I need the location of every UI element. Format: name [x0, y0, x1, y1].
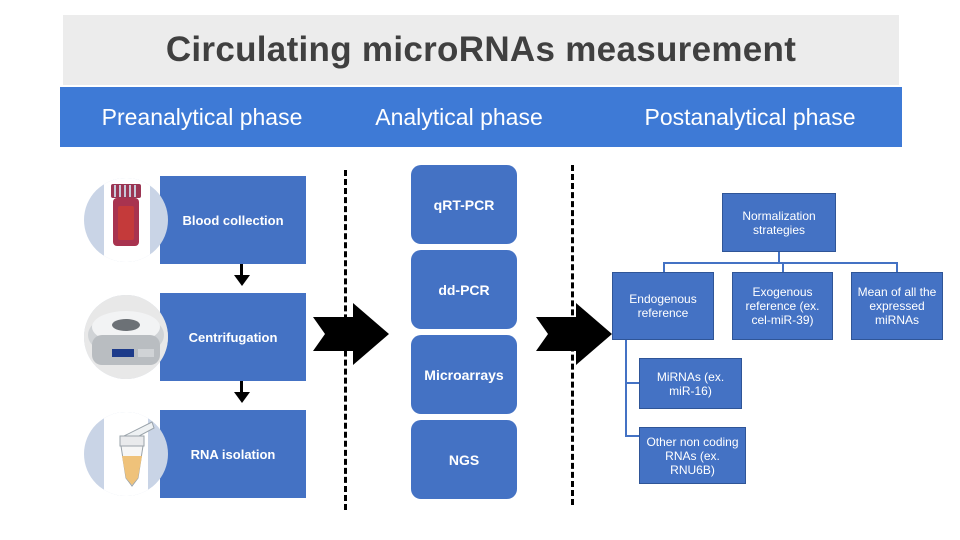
connector — [782, 262, 784, 272]
connector — [625, 435, 639, 437]
microtube-icon — [84, 412, 168, 496]
connector — [778, 252, 780, 262]
step-blood-collection: Blood collection — [160, 176, 306, 264]
step-label: Centrifugation — [188, 329, 278, 345]
right-arrow-icon — [313, 303, 389, 370]
method-label: Microarrays — [424, 366, 504, 383]
node-endogenous-reference: Endogenous reference — [612, 272, 714, 340]
node-mirnas: MiRNAs (ex. miR-16) — [639, 358, 742, 409]
step-label: Blood collection — [182, 212, 284, 228]
connector — [663, 262, 898, 264]
node-label: MiRNAs (ex. miR-16) — [656, 369, 725, 398]
connector — [625, 382, 639, 384]
connector — [625, 340, 627, 436]
node-mean-expressed: Mean of all the expressed miRNAs — [851, 272, 943, 340]
title-banner: Circulating microRNAs measurement — [63, 15, 899, 85]
method-dd-pcr: dd-PCR — [411, 250, 517, 329]
phase-postanalytical: Postanalytical phase — [644, 104, 856, 130]
node-label: Other non coding RNAs (ex. RNU6B) — [646, 434, 739, 477]
phase-preanalytical: Preanalytical phase — [101, 104, 303, 130]
step-centrifugation: Centrifugation — [160, 293, 306, 381]
node-other-ncrnas: Other non coding RNAs (ex. RNU6B) — [639, 427, 746, 484]
phase-header-band — [60, 87, 902, 147]
blood-tube-icon — [84, 178, 168, 262]
method-qrt-pcr: qRT-PCR — [411, 165, 517, 244]
node-exogenous-reference: Exogenous reference (ex. cel-miR-39) — [732, 272, 833, 340]
node-label: Exogenous reference (ex. cel-miR-39) — [745, 285, 820, 327]
method-label: dd-PCR — [438, 281, 490, 298]
down-arrow-icon — [233, 264, 251, 293]
node-label: Mean of all the expressed miRNAs — [857, 285, 937, 327]
right-arrow-icon — [536, 303, 612, 370]
down-arrow-icon — [233, 381, 251, 410]
method-label: NGS — [448, 451, 480, 468]
node-label: Normalization strategies — [742, 208, 816, 237]
method-label: qRT-PCR — [433, 196, 495, 213]
normalization-root: Normalization strategies — [722, 193, 836, 252]
centrifuge-icon — [84, 295, 168, 379]
method-ngs: NGS — [411, 420, 517, 499]
step-label: RNA isolation — [190, 446, 276, 462]
connector — [896, 262, 898, 272]
connector — [663, 262, 665, 272]
node-label: Endogenous reference — [629, 292, 697, 320]
step-rna-isolation: RNA isolation — [160, 410, 306, 498]
page-title: Circulating microRNAs measurement — [165, 30, 797, 69]
method-microarrays: Microarrays — [411, 335, 517, 414]
phase-analytical: Analytical phase — [375, 104, 543, 130]
